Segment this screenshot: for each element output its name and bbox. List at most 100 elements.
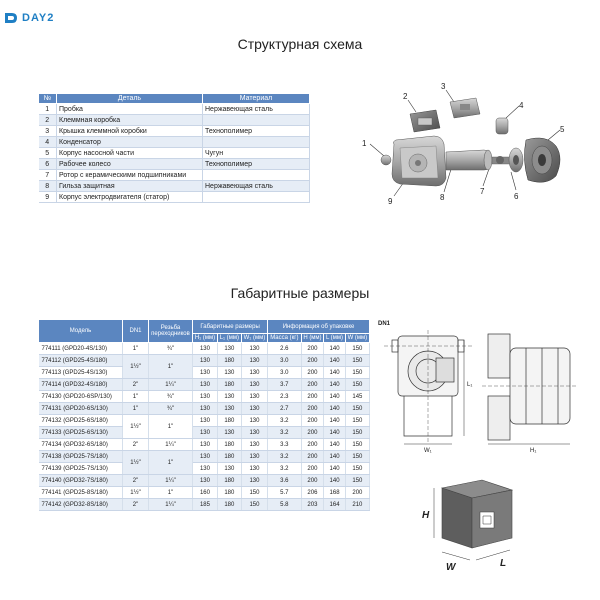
w1-cell: 130 bbox=[241, 354, 269, 367]
part-number: 4 bbox=[38, 136, 57, 148]
w1-cell: 130 bbox=[241, 378, 269, 391]
dn1-cell: 2" bbox=[122, 498, 149, 511]
pack-w-cell: 150 bbox=[345, 354, 371, 367]
part-name: Корпус электродвигателя (статор) bbox=[56, 191, 203, 203]
model-cell: 774130 (GPD20-6SP/130) bbox=[38, 390, 123, 403]
pack-w-cell: 150 bbox=[345, 366, 371, 379]
h1-cell: 130 bbox=[192, 426, 218, 439]
pack-l-cell: 140 bbox=[323, 450, 346, 463]
mass-cell: 3.2 bbox=[267, 414, 302, 427]
l1-cell: 130 bbox=[217, 462, 242, 475]
mass-cell: 3.2 bbox=[267, 450, 302, 463]
parts-header-material: Материал bbox=[202, 93, 310, 104]
w1-cell: 130 bbox=[241, 438, 269, 451]
part-material: Технополимер bbox=[202, 158, 310, 170]
l1-cell: 180 bbox=[217, 474, 242, 487]
dims-header-package: Информация об упаковке bbox=[267, 319, 370, 334]
thread-cell: 1" bbox=[148, 414, 193, 439]
dims-sub-h1: H₁ (мм) bbox=[192, 333, 218, 343]
pack-h-cell: 200 bbox=[301, 378, 325, 391]
l1-cell: 180 bbox=[217, 486, 242, 499]
pack-w-cell: 145 bbox=[345, 390, 371, 403]
thread-cell: ¾" bbox=[148, 390, 193, 403]
pack-l-cell: 164 bbox=[323, 498, 346, 511]
exploded-label-6: 6 bbox=[514, 192, 519, 201]
w1-cell: 130 bbox=[241, 414, 269, 427]
pack-h-cell: 200 bbox=[301, 366, 325, 379]
thread-cell: 1" bbox=[148, 486, 193, 499]
model-cell: 774112 (GPD25-4S/180) bbox=[38, 354, 123, 367]
thread-cell: 1¼" bbox=[148, 498, 193, 511]
l1-cell: 130 bbox=[217, 366, 242, 379]
dn1-cell: 2" bbox=[122, 378, 149, 391]
model-cell: 774133 (GPD25-6S/130) bbox=[38, 426, 123, 439]
brand-logo: DAY2 bbox=[3, 10, 54, 26]
dn1-cell: 1" bbox=[122, 342, 149, 355]
part-number: 3 bbox=[38, 125, 57, 137]
h1-cell: 130 bbox=[192, 366, 218, 379]
model-cell: 774114 (GPD32-4S/180) bbox=[38, 378, 123, 391]
part-number: 2 bbox=[38, 114, 57, 126]
mass-cell: 2.7 bbox=[267, 402, 302, 415]
w1-cell: 150 bbox=[241, 486, 269, 499]
l1-cell: 180 bbox=[217, 450, 242, 463]
part-material: Технополимер bbox=[202, 125, 310, 137]
part-name: Рабочее колесо bbox=[56, 158, 203, 170]
mass-cell: 3.2 bbox=[267, 426, 302, 439]
label-h1: H₁ bbox=[530, 448, 536, 454]
dn1-cell: 1" bbox=[122, 402, 149, 415]
dims-sub-l1: L₁ (мм) bbox=[216, 333, 242, 343]
dims-header-dn1: DN1 bbox=[122, 319, 149, 343]
model-cell: 774139 (GPD25-7S/130) bbox=[38, 462, 123, 475]
parts-header-num: № bbox=[38, 93, 57, 104]
parts-header-part: Деталь bbox=[56, 93, 203, 104]
part-material bbox=[202, 136, 310, 148]
model-cell: 774138 (GPD25-7S/180) bbox=[38, 450, 123, 463]
h1-cell: 160 bbox=[192, 486, 218, 499]
mass-cell: 3.0 bbox=[267, 366, 302, 379]
mass-cell: 3.6 bbox=[267, 474, 302, 487]
pack-w-cell: 150 bbox=[345, 378, 371, 391]
dims-header-thread: Резьба переходников bbox=[148, 319, 193, 343]
h1-cell: 130 bbox=[192, 414, 218, 427]
l1-cell: 130 bbox=[217, 426, 242, 439]
exploded-label-2: 2 bbox=[403, 92, 408, 101]
exploded-label-3: 3 bbox=[441, 82, 446, 91]
logo-mark-icon bbox=[5, 13, 17, 23]
h1-cell: 130 bbox=[192, 474, 218, 487]
part-material: Чугун bbox=[202, 147, 310, 159]
dims-sub-w: W (мм) bbox=[344, 333, 371, 343]
pack-l-cell: 140 bbox=[323, 378, 346, 391]
pack-h-cell: 200 bbox=[301, 342, 325, 355]
part-material bbox=[202, 169, 310, 181]
mass-cell: 3.2 bbox=[267, 462, 302, 475]
pump-front-view-drawing: DN1 L₁ W₁ bbox=[378, 321, 472, 454]
h1-cell: 130 bbox=[192, 378, 218, 391]
h1-cell: 130 bbox=[192, 462, 218, 475]
dims-header-model: Модель bbox=[38, 319, 123, 343]
pack-w-cell: 210 bbox=[345, 498, 371, 511]
pack-h-cell: 200 bbox=[301, 426, 325, 439]
mass-cell: 5.8 bbox=[267, 498, 302, 511]
dn1-cell: 1½" bbox=[122, 486, 149, 499]
thread-cell: 1" bbox=[148, 354, 193, 379]
mass-cell: 3.0 bbox=[267, 354, 302, 367]
part-number: 7 bbox=[38, 169, 57, 181]
dims-header-row: Модель DN1 Резьба переходников Габаритны… bbox=[38, 319, 370, 343]
w1-cell: 130 bbox=[241, 450, 269, 463]
l1-cell: 180 bbox=[217, 498, 242, 511]
dn1-cell: 2" bbox=[122, 438, 149, 451]
h1-cell: 130 bbox=[192, 450, 218, 463]
dims-sub-w1: W₁ (мм) bbox=[240, 333, 269, 343]
